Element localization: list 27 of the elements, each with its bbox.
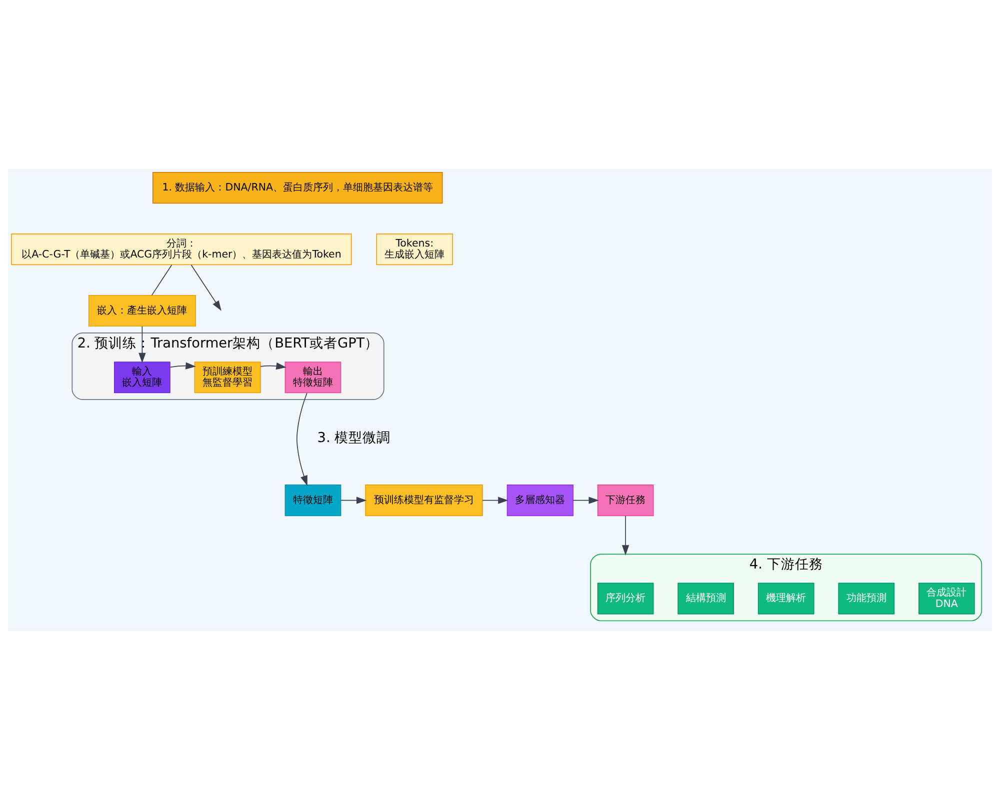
node-box: 多層感知器 bbox=[506, 484, 574, 516]
node-box: 輸出 特徵短陣 bbox=[284, 362, 342, 394]
arrow bbox=[296, 392, 308, 486]
node-box: 結構預測 bbox=[678, 582, 734, 614]
arrow bbox=[190, 264, 222, 311]
node-box: Tokens: 生成嵌入短陣 bbox=[376, 233, 454, 266]
node-box: 預訓練模型 無監督學習 bbox=[194, 362, 261, 394]
node-box: 分詞： 以A-C-G-T（单碱基）或ACG序列片段（k-mer）、基因表达值为Token bbox=[11, 233, 352, 266]
arrow bbox=[260, 362, 286, 370]
arrow bbox=[622, 515, 630, 556]
arrow bbox=[340, 496, 367, 504]
arrow bbox=[170, 362, 196, 370]
node-box: 特徵短陣 bbox=[284, 484, 342, 516]
arrow bbox=[138, 326, 146, 364]
node-box: 輸入 嵌入短陣 bbox=[114, 362, 170, 394]
node-box: 機理解析 bbox=[758, 582, 814, 614]
label: 3. 模型微調 bbox=[317, 430, 391, 446]
node-box: 合成設計 DNA bbox=[918, 582, 975, 614]
node-box: 功能預測 bbox=[838, 582, 895, 614]
node-box: 1. 数据输入：DNA/RNA、蛋白质序列，单细胞基因表达谱等 bbox=[152, 172, 443, 204]
arrow bbox=[482, 496, 508, 504]
node-box: 预训练模型有监督学习 bbox=[365, 484, 483, 516]
node-box: 下游任務 bbox=[597, 484, 654, 516]
node-box: 序列分析 bbox=[597, 582, 654, 614]
connector bbox=[151, 264, 172, 296]
node-box: 嵌入：產生嵌入短陣 bbox=[88, 294, 196, 327]
arrow bbox=[572, 496, 599, 504]
